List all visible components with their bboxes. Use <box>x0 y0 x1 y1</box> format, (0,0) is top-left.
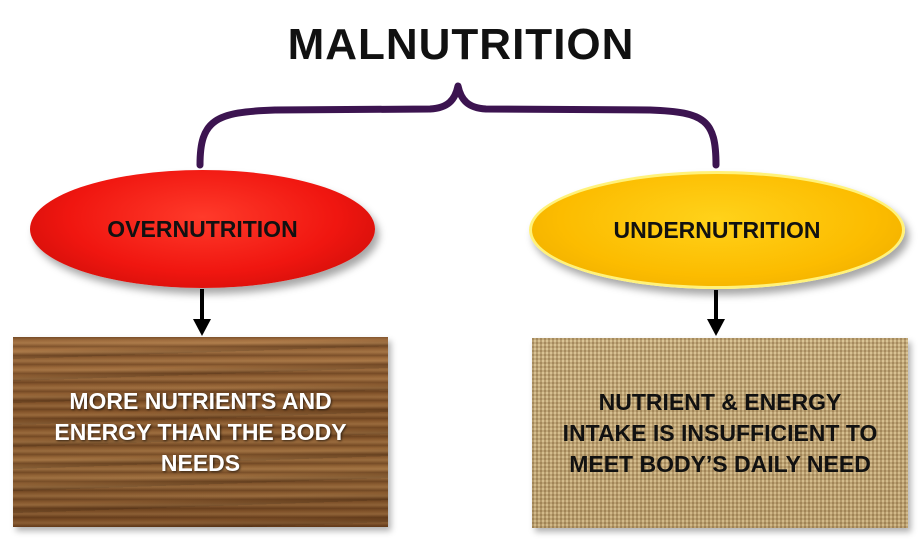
undernutrition-label: UNDERNUTRITION <box>613 216 821 243</box>
undernutrition-description-box: NUTRIENT & ENERGY INTAKE IS INSUFFICIENT… <box>532 338 908 528</box>
undernutrition-description: NUTRIENT & ENERGY INTAKE IS INSUFFICIENT… <box>562 388 878 477</box>
overnutrition-description-box: MORE NUTRIENTS AND ENERGY THAN THE BODY … <box>13 337 388 527</box>
overnutrition-description: MORE NUTRIENTS AND ENERGY THAN THE BODY … <box>54 387 347 476</box>
diagram-title: MALNUTRITION <box>287 20 635 69</box>
curly-brace <box>196 82 720 169</box>
overnutrition-label: OVERNUTRITION <box>107 215 298 242</box>
arrow-right <box>707 290 725 336</box>
arrow-left <box>193 289 211 336</box>
undernutrition-oval: UNDERNUTRITION <box>529 171 905 289</box>
overnutrition-oval: OVERNUTRITION <box>30 170 375 288</box>
